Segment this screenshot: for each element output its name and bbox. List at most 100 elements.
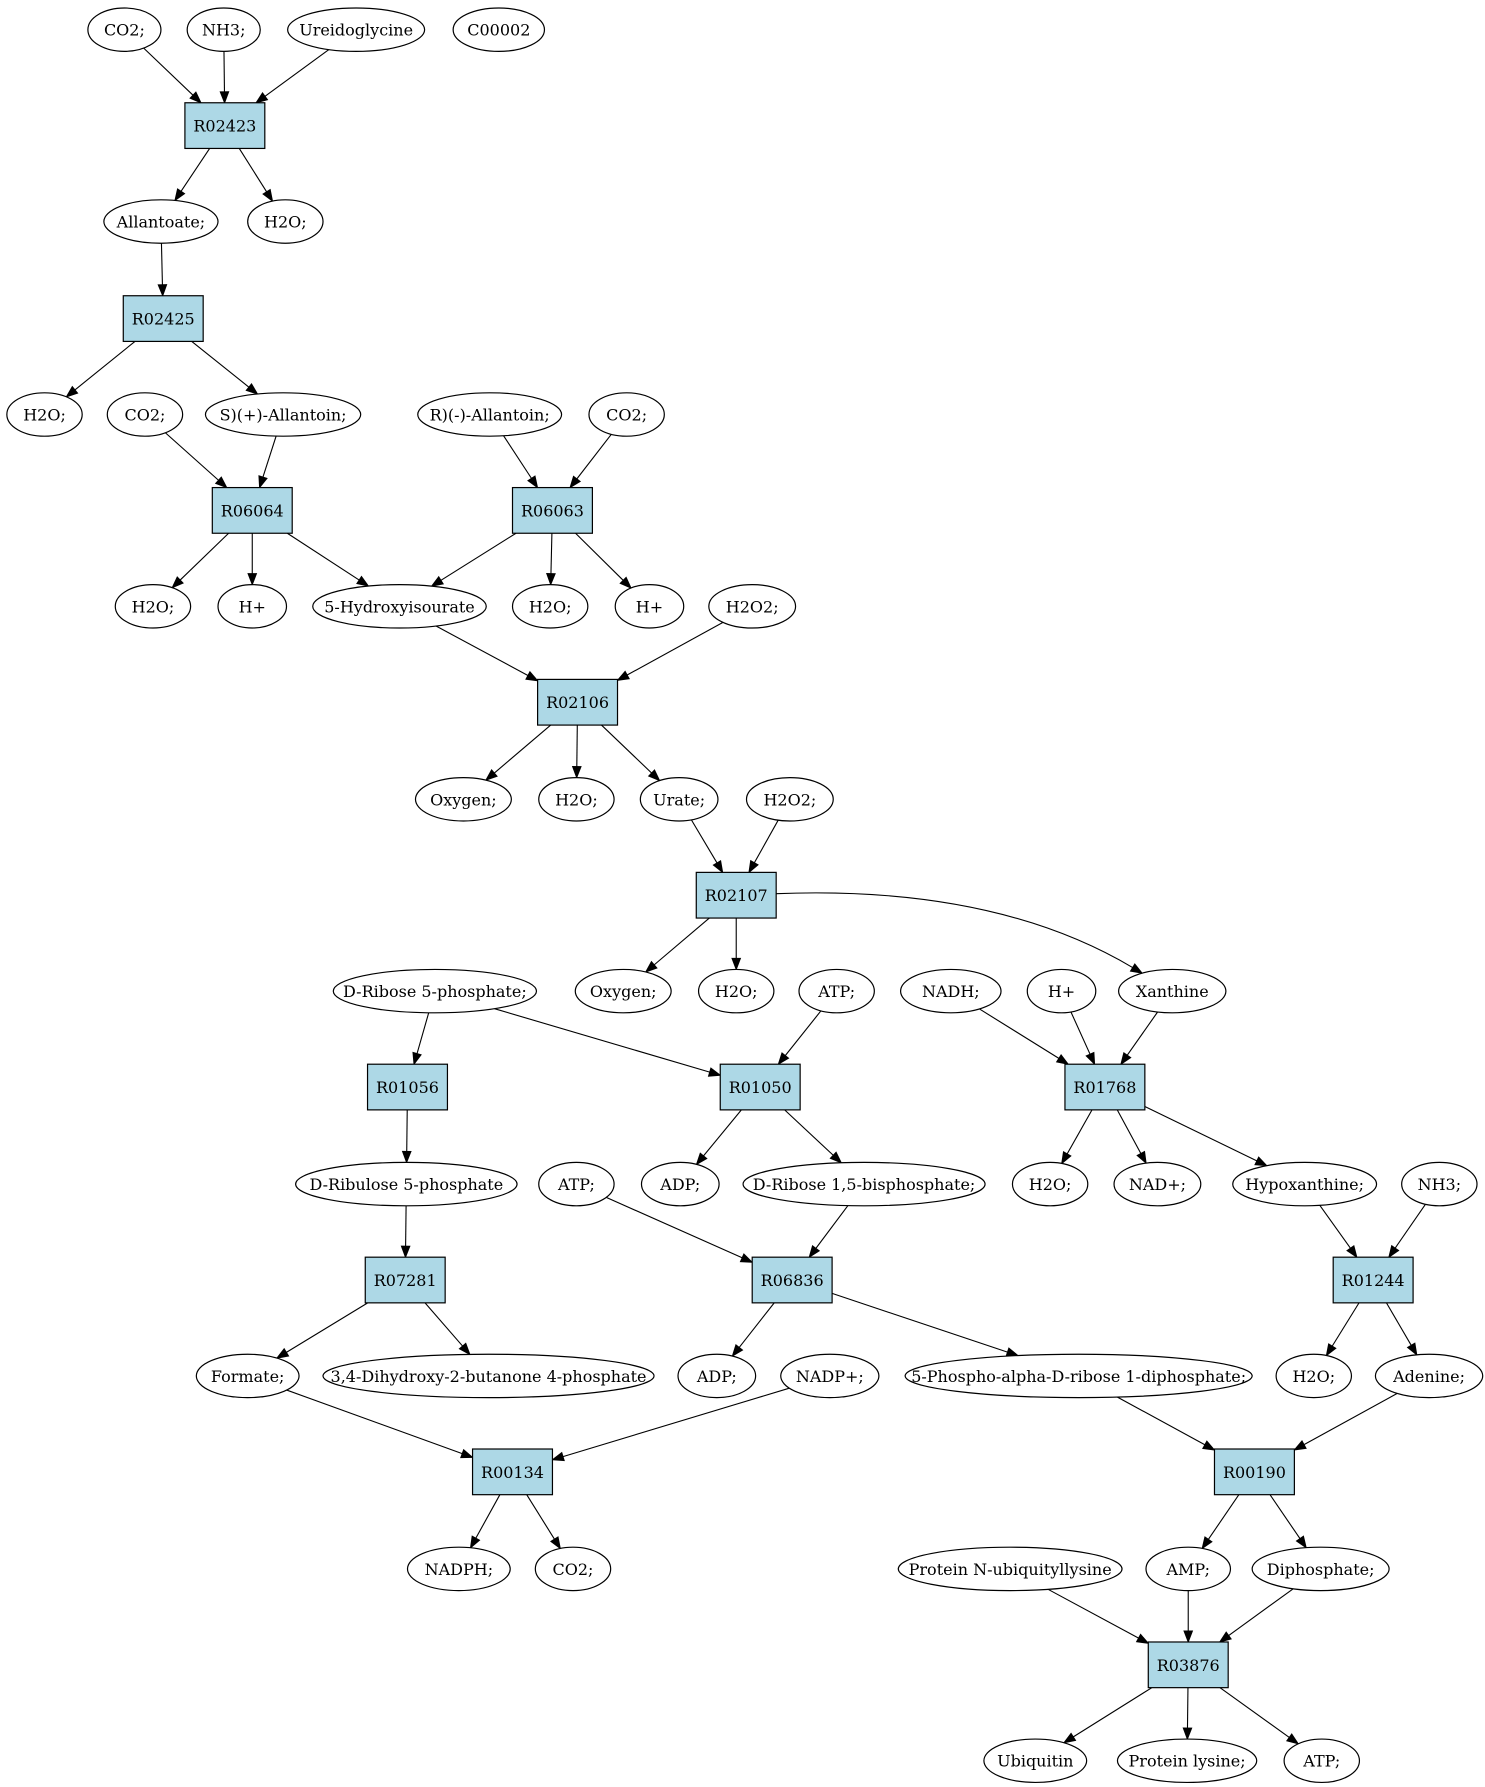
compound-node-h2o-g[interactable]: H2O; <box>1011 1161 1089 1207</box>
edge-line <box>238 148 268 193</box>
compound-node-nh3-b[interactable]: NH3; <box>1401 1161 1478 1207</box>
reaction-node-r01050[interactable]: R01050 <box>719 1063 801 1111</box>
compound-node-oxygen-a[interactable]: Oxygen; <box>414 777 512 822</box>
compound-node-h2o-a[interactable]: H2O; <box>247 199 324 244</box>
compound-node-nadph[interactable]: NADPH; <box>406 1546 511 1592</box>
compound-label: D-Ribose 5-phosphate; <box>343 982 527 1001</box>
edge-nadh-to-R01768-arrowhead <box>1055 1053 1070 1065</box>
compound-node-s-allantoin[interactable]: S)(+)-Allantoin; <box>204 392 362 437</box>
edge-line <box>493 724 552 774</box>
compound-label: NADPH; <box>425 1560 494 1579</box>
compound-node-h2o-f[interactable]: H2O; <box>697 968 775 1014</box>
compound-node-oxygen-b[interactable]: Oxygen; <box>574 968 672 1014</box>
compound-node-atp-c[interactable]: ATP; <box>1283 1738 1361 1784</box>
compound-node-r-allantoin[interactable]: R)(-)-Allantoin; <box>417 392 563 437</box>
compound-ellipse <box>287 7 426 52</box>
edge-R02107-to-h2o_f-arrowhead <box>731 957 742 971</box>
edge-line <box>1117 1396 1206 1446</box>
compound-node-h2o-b[interactable]: H2O; <box>6 392 83 437</box>
reaction-node-r01244[interactable]: R01244 <box>1332 1256 1414 1304</box>
reaction-node-r02425[interactable]: R02425 <box>122 295 204 343</box>
compound-node-h2o-e[interactable]: H2O; <box>538 777 615 822</box>
edge-urate-to-R02107 <box>690 819 724 874</box>
compound-node-allantoate[interactable]: Allantoate; <box>103 199 219 244</box>
edge-line <box>286 1302 368 1353</box>
edge-atp_b-to-R06836-arrowhead <box>739 1253 754 1263</box>
edge-line <box>180 148 211 192</box>
edge-line <box>475 1494 501 1539</box>
compound-node-urate[interactable]: Urate; <box>639 777 719 822</box>
reaction-node-r01768[interactable]: R01768 <box>1064 1063 1146 1111</box>
reaction-box <box>695 871 777 919</box>
compound-node-hydroxyisourate[interactable]: 5-Hydroxyisourate <box>312 584 487 629</box>
compound-node-nadpplus[interactable]: NADP+; <box>780 1353 880 1399</box>
compound-node-h2o-c[interactable]: H2O; <box>114 584 192 629</box>
reaction-node-r06063[interactable]: R06063 <box>511 486 594 534</box>
edge-R01768-to-nadplus-arrowhead <box>1136 1150 1147 1165</box>
compound-label: Xanthine <box>1136 982 1209 1001</box>
compound-node-ribose15bp[interactable]: D-Ribose 1,5-bisphosphate; <box>742 1161 986 1207</box>
compound-node-ureidoglycine[interactable]: Ureidoglycine <box>287 7 426 52</box>
edge-line <box>179 532 229 581</box>
compound-node-formate[interactable]: Formate; <box>195 1353 300 1399</box>
edge-line <box>440 532 517 581</box>
compound-label: NH3; <box>1418 1175 1462 1194</box>
edge-h2o2_a-to-R02106-arrowhead <box>616 670 630 681</box>
compound-node-atp-b[interactable]: ATP; <box>538 1161 615 1207</box>
compound-label: ADP; <box>696 1367 737 1386</box>
edge-co2_a-to-R02423-arrowhead <box>189 91 202 104</box>
compound-ellipse <box>1145 1546 1232 1592</box>
reaction-node-r06064[interactable]: R06064 <box>211 486 293 534</box>
compound-node-ribulose5p[interactable]: D-Ribulose 5-phosphate <box>295 1161 518 1207</box>
compound-node-nadplus[interactable]: NAD+; <box>1113 1161 1202 1207</box>
compound-node-hplus-b[interactable]: H+ <box>614 584 685 629</box>
compound-node-adp-a[interactable]: ADP; <box>640 1161 720 1207</box>
compound-ellipse <box>588 392 665 437</box>
compound-node-nadh[interactable]: NADH; <box>899 968 1002 1014</box>
compound-label: H2O; <box>715 982 758 1001</box>
compound-node-xanthine[interactable]: Xanthine <box>1118 968 1227 1014</box>
reaction-node-r02106[interactable]: R02106 <box>537 678 619 726</box>
reaction-node-r02423[interactable]: R02423 <box>184 102 266 150</box>
compound-node-adp-b[interactable]: ADP; <box>677 1353 757 1399</box>
compound-node-diphosphate[interactable]: Diphosphate; <box>1251 1546 1390 1592</box>
compound-label: D-Ribulose 5-phosphate <box>309 1175 503 1194</box>
compound-node-dihydroxybutanone[interactable]: 3,4-Dihydroxy-2-butanone 4-phosphate <box>322 1353 655 1399</box>
compound-node-co2-d[interactable]: CO2; <box>534 1546 612 1592</box>
compound-ellipse <box>295 1161 518 1207</box>
compound-node-co2-a[interactable]: CO2; <box>87 7 162 52</box>
compound-node-c00002[interactable]: C00002 <box>452 7 546 52</box>
reaction-node-r02107[interactable]: R02107 <box>695 871 777 919</box>
compound-ellipse <box>677 1353 757 1399</box>
edge-R02423-to-allantoate <box>174 148 211 202</box>
compound-node-hplus-a[interactable]: H+ <box>217 584 288 629</box>
compound-label: 5-Phospho-alpha-D-ribose 1-diphosphate; <box>911 1367 1246 1386</box>
compound-node-co2-b[interactable]: CO2; <box>106 392 184 437</box>
reaction-node-r00134[interactable]: R00134 <box>471 1448 554 1496</box>
compound-node-hypoxanthine[interactable]: Hypoxanthine; <box>1232 1161 1378 1207</box>
compound-node-h2o2-a[interactable]: H2O2; <box>708 584 797 629</box>
compound-node-h2o-h[interactable]: H2O; <box>1275 1353 1353 1399</box>
reaction-node-r07281[interactable]: R07281 <box>364 1256 446 1304</box>
compound-node-hplus-c[interactable]: H+ <box>1026 968 1097 1014</box>
compound-node-adenine[interactable]: Adenine; <box>1374 1353 1484 1399</box>
compound-node-atp-a[interactable]: ATP; <box>798 968 875 1014</box>
compound-node-amp[interactable]: AMP; <box>1145 1546 1232 1592</box>
edge-R01050-to-adp_a-arrowhead <box>695 1152 708 1166</box>
compound-node-h2o2-b[interactable]: H2O2; <box>745 777 834 822</box>
compound-node-ribose5p[interactable]: D-Ribose 5-phosphate; <box>332 968 538 1014</box>
reaction-node-r03876[interactable]: R03876 <box>1147 1641 1229 1689</box>
reaction-node-r06836[interactable]: R06836 <box>751 1256 833 1304</box>
compound-node-co2-c[interactable]: CO2; <box>588 392 665 437</box>
compound-node-h2o-d[interactable]: H2O; <box>511 584 589 629</box>
compound-node-prpp[interactable]: 5-Phospho-alpha-D-ribose 1-diphosphate; <box>904 1353 1253 1399</box>
reaction-node-r01056[interactable]: R01056 <box>366 1063 449 1111</box>
compound-ellipse <box>639 777 719 822</box>
reaction-node-r00190[interactable]: R00190 <box>1213 1448 1295 1496</box>
edge-r_allantoin-to-R06063 <box>503 435 539 489</box>
compound-node-protein-nubl[interactable]: Protein N-ubiquityllysine <box>897 1546 1123 1592</box>
compound-node-nh3-a[interactable]: NH3; <box>186 7 261 52</box>
compound-node-ubiquitin[interactable]: Ubiquitin <box>983 1738 1088 1784</box>
compound-node-protein-lysine[interactable]: Protein lysine; <box>1116 1738 1258 1784</box>
compound-label: H2O2; <box>726 597 779 616</box>
